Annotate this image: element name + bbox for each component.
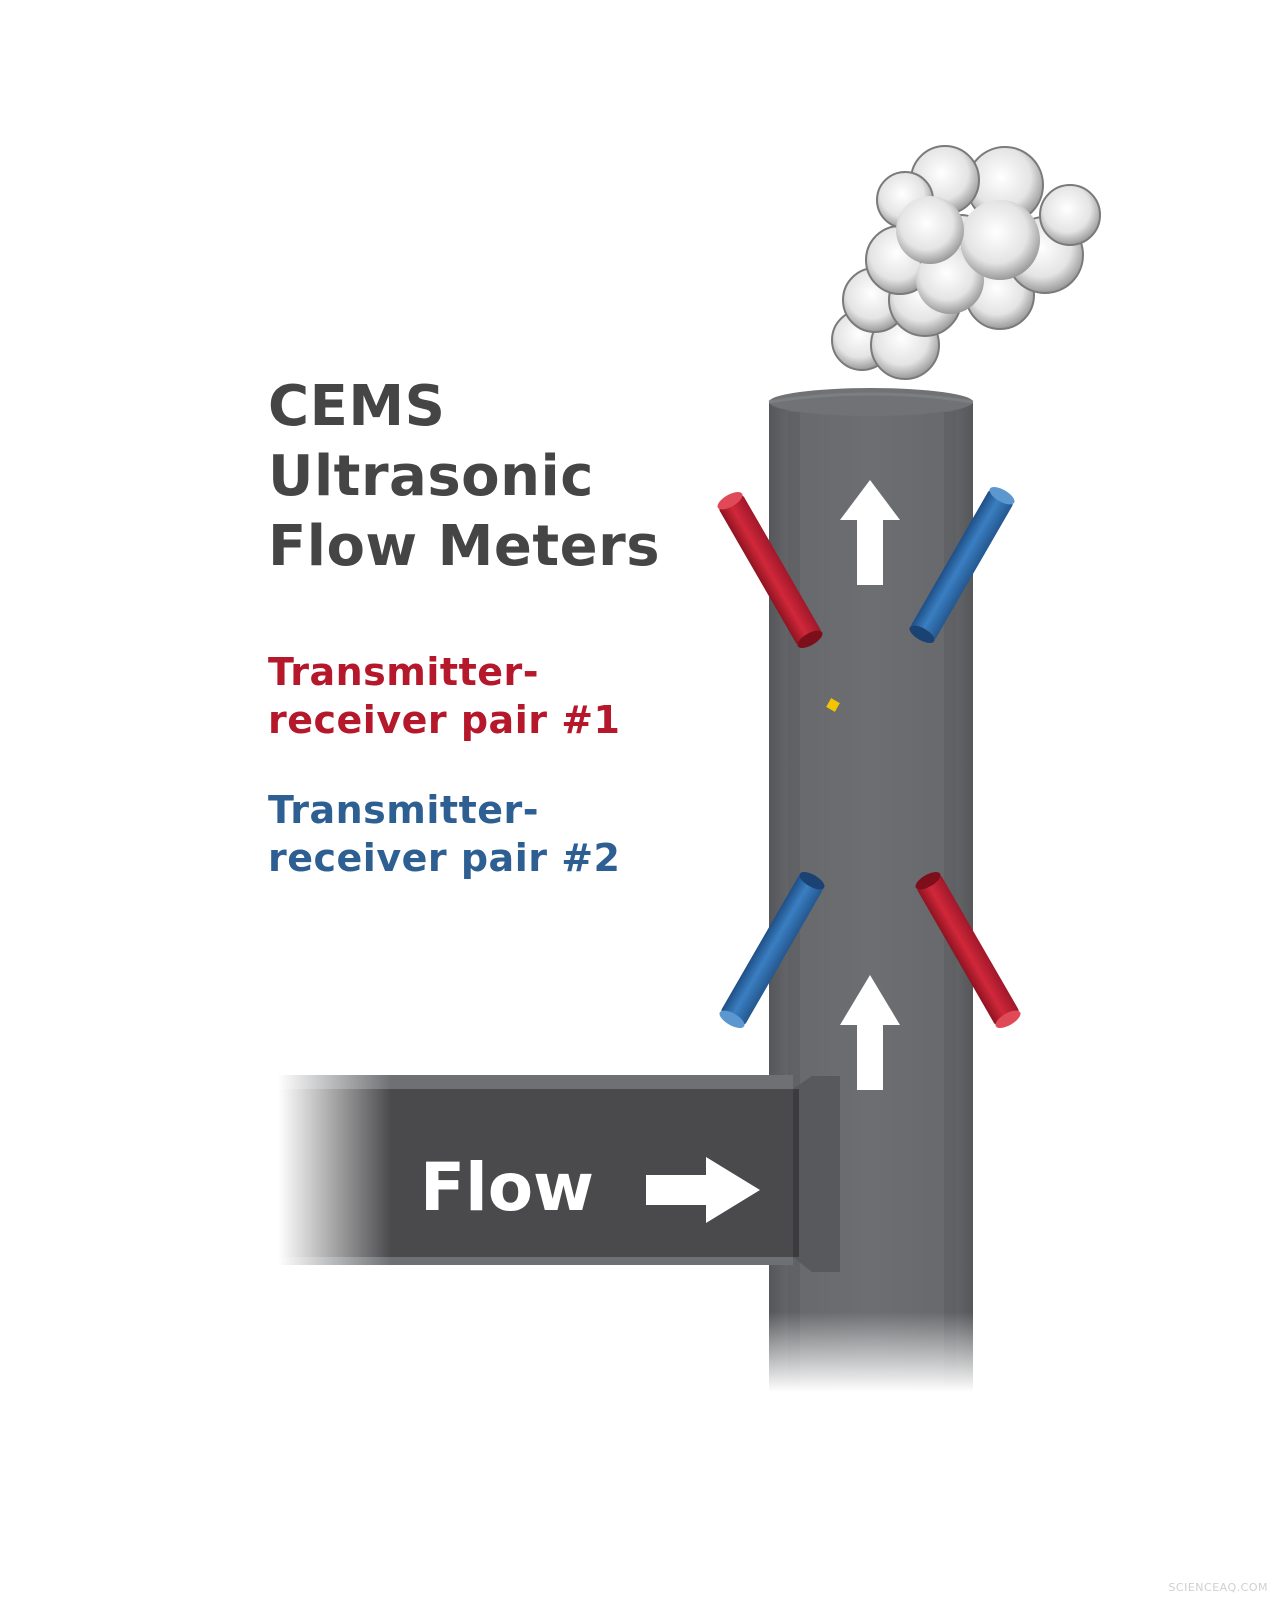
legend-pair-1: Transmitter- receiver pair #1 [268, 648, 620, 744]
flow-label: Flow [420, 1149, 595, 1226]
arrow-up-icon [840, 975, 900, 1090]
sensor-marker [826, 698, 840, 712]
title-line-2: Ultrasonic [268, 444, 594, 509]
legend-pair-2-line-1: Transmitter- [268, 788, 540, 832]
legend-pair-1-line-1: Transmitter- [268, 650, 540, 694]
probe-red-lower [915, 872, 1021, 1028]
probe-blue-lower [719, 872, 825, 1028]
legend-pair-1-line-2: receiver pair #1 [268, 698, 621, 742]
arrow-right-icon [646, 1157, 760, 1223]
watermark: SCIENCEAQ.COM [1168, 1581, 1268, 1594]
stack-rim [768, 392, 974, 404]
smoke-cloud-icon [831, 145, 1101, 380]
legend-pair-2: Transmitter- receiver pair #2 [268, 786, 620, 882]
probe-red-upper [717, 492, 823, 648]
diagram-title: CEMS Ultrasonic Flow Meters [268, 372, 660, 582]
arrow-up-icon [840, 480, 900, 585]
probe-blue-upper [909, 487, 1015, 643]
title-line-3: Flow Meters [268, 514, 661, 579]
title-line-1: CEMS [268, 374, 446, 439]
legend-pair-2-line-2: receiver pair #2 [268, 836, 621, 880]
